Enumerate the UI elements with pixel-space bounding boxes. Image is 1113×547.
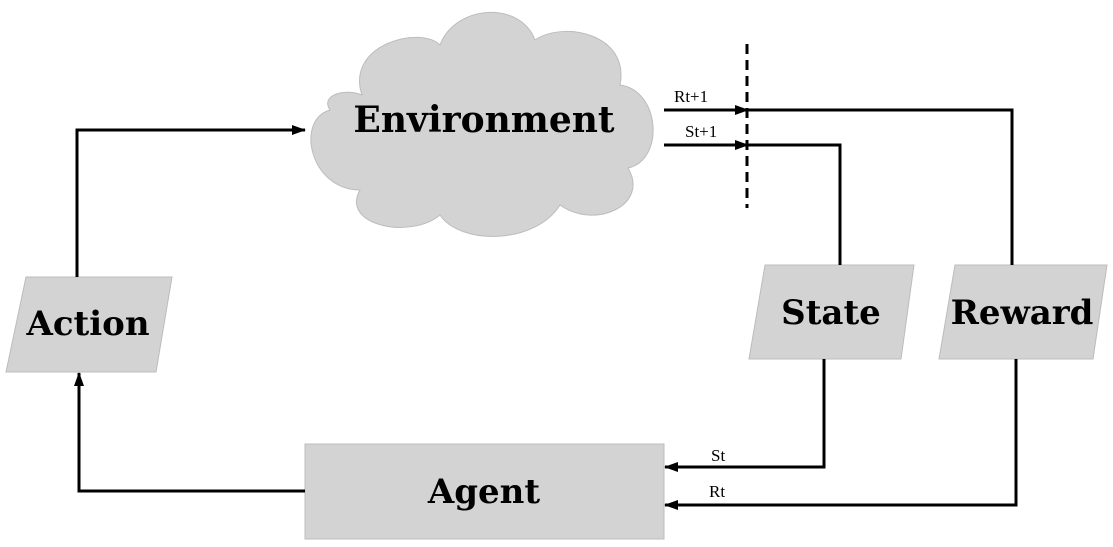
reward-label: Reward <box>951 293 1094 333</box>
reward-feedback-line <box>748 108 1014 265</box>
reward-node: Reward <box>938 264 1108 360</box>
state-to-agent-arrow <box>664 359 826 472</box>
next-state-label: St+1 <box>685 122 717 141</box>
environment-label: Environment <box>353 99 615 141</box>
reward-to-agent-arrow <box>664 359 1018 510</box>
agent-label: Agent <box>427 472 541 512</box>
state-label: State <box>781 293 881 333</box>
action-to-environment-arrow <box>75 125 306 277</box>
environment-cloud: Environment <box>310 11 654 237</box>
agent-node: Agent <box>304 443 665 540</box>
state-node: State <box>748 264 915 360</box>
current-reward-label: Rt <box>709 482 725 501</box>
action-label: Action <box>25 304 149 344</box>
agent-to-action-arrow <box>74 372 305 493</box>
state-feedback-line <box>748 143 842 265</box>
current-state-label: St <box>711 446 725 465</box>
next-reward-label: Rt+1 <box>674 87 708 106</box>
action-node: Action <box>5 276 173 373</box>
